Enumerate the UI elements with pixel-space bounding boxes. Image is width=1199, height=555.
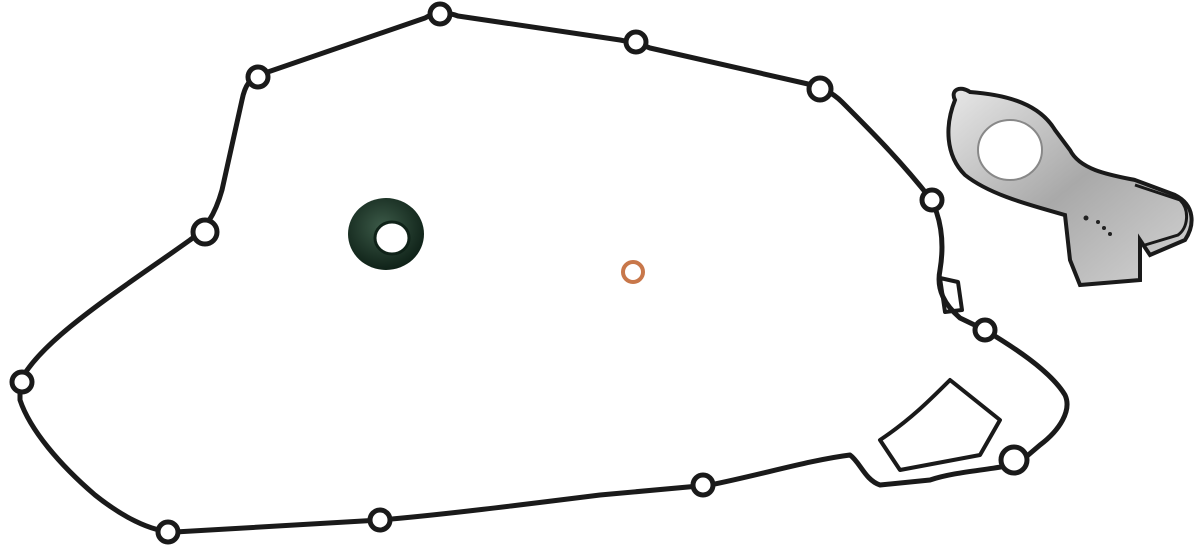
- gasket-bolt-holes: [9, 1, 1030, 545]
- cover-gasket: [17, 10, 1070, 535]
- water-pump-gasket: [946, 86, 1194, 288]
- oil-seal: [348, 198, 424, 270]
- copper-washer: [621, 260, 645, 284]
